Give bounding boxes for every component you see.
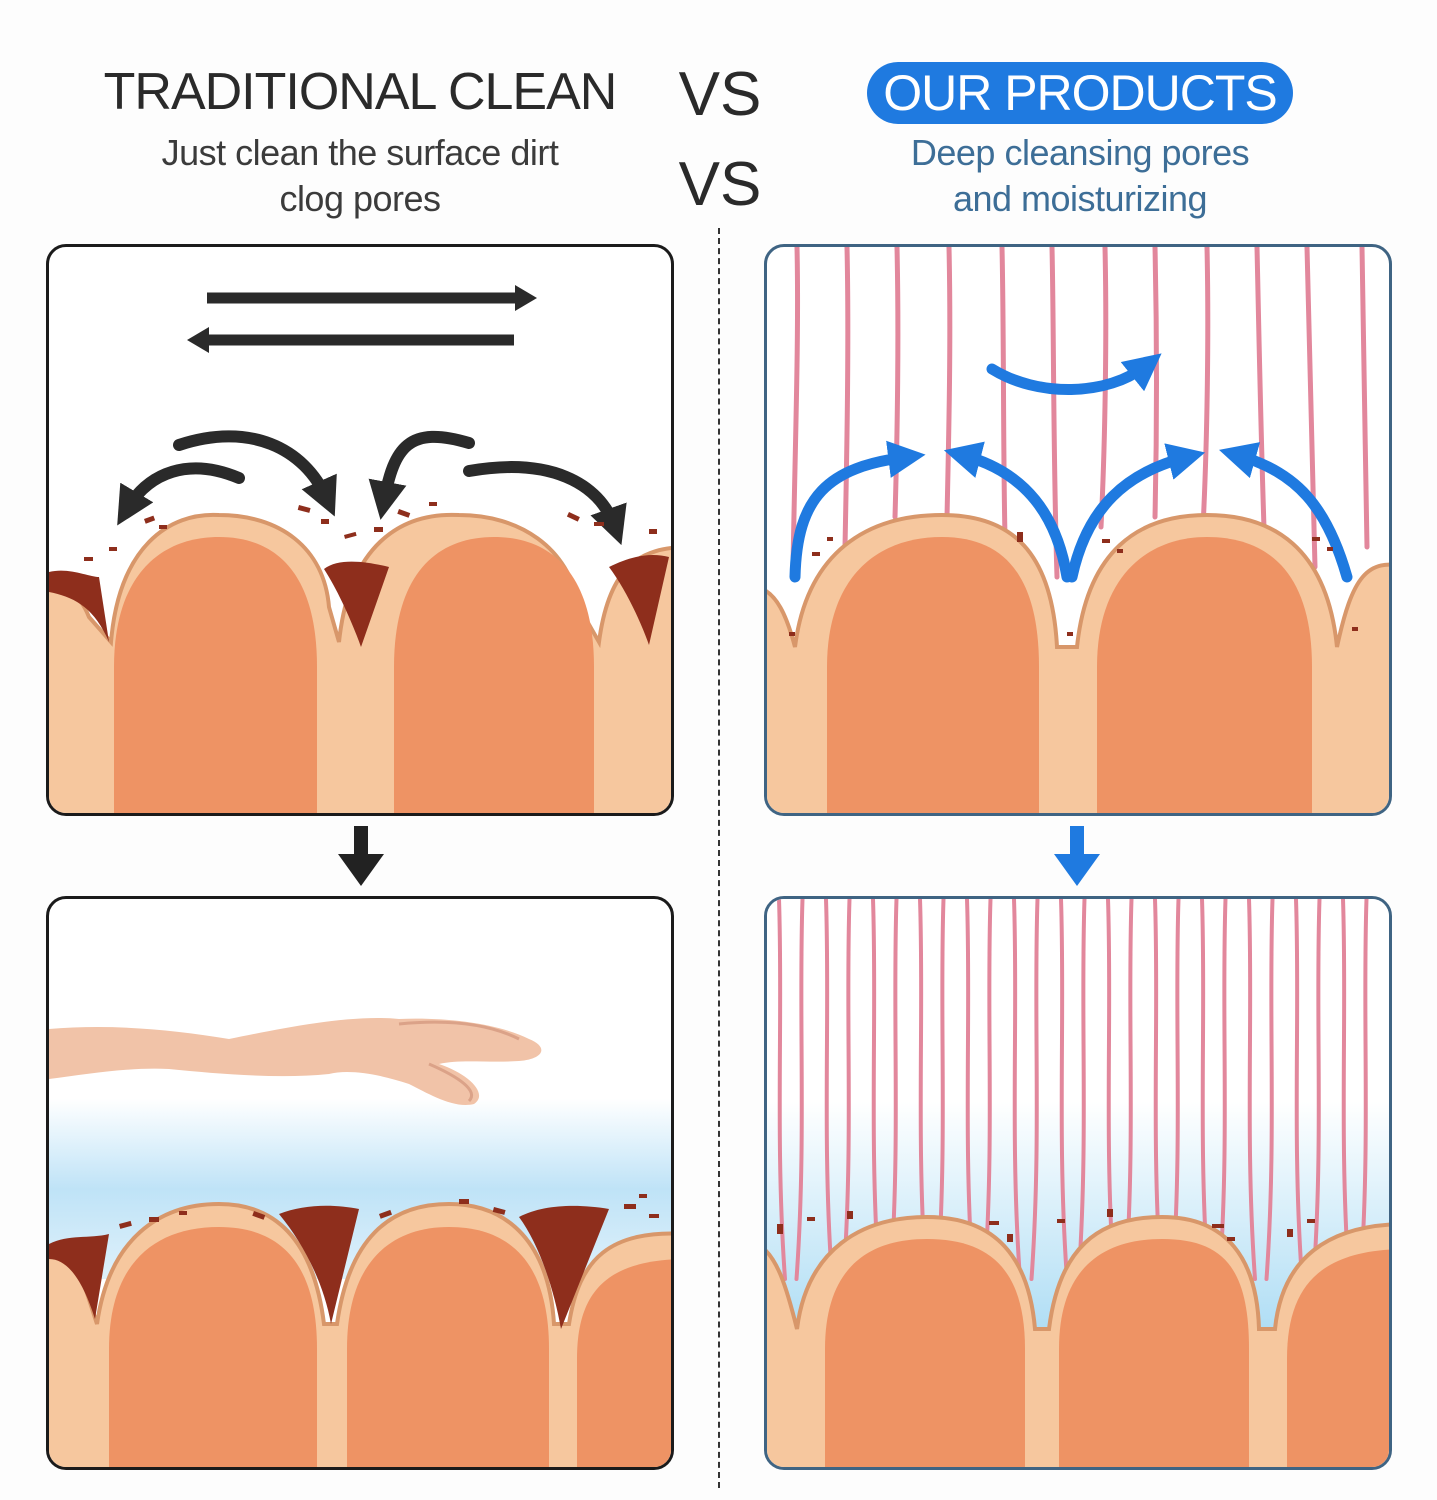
brush-fiber — [982, 899, 993, 1281]
dirt-particles — [789, 532, 1358, 636]
brush-fibers — [790, 247, 1370, 580]
hand-icon — [49, 1018, 542, 1105]
down-arrow-icon — [338, 826, 384, 886]
traditional-subtitle-line2: clog pores — [279, 178, 441, 219]
brush-fiber — [1264, 899, 1275, 1281]
dirt-particles — [84, 502, 657, 561]
brush-fiber — [1076, 899, 1087, 1281]
products-subtitle-line1: Deep cleansing pores — [910, 132, 1250, 173]
traditional-result-illustration — [49, 1018, 671, 1467]
product-cleansing-illustration — [767, 247, 1389, 813]
vs-label-bottom: VS — [678, 150, 762, 219]
brush-fiber — [1311, 899, 1322, 1281]
brush-fiber — [1059, 899, 1069, 1281]
curved-arrows-icon — [117, 430, 627, 546]
brush-fiber — [1341, 899, 1351, 1281]
skin-surface — [767, 1214, 1389, 1467]
cleansing-flow-arrows-icon — [789, 353, 1353, 583]
traditional-scrub-illustration — [49, 285, 671, 813]
scrub-arrows-icon — [187, 285, 537, 353]
skin-surface — [49, 512, 671, 813]
traditional-result-panel — [46, 896, 674, 1470]
brush-fiber — [1358, 899, 1369, 1281]
dashed-divider — [718, 228, 720, 1488]
dirt-particles — [118, 1194, 659, 1229]
traditional-scrub-panel — [46, 244, 674, 816]
traditional-clean-subtitle: Just clean the surface dirt clog pores — [60, 130, 660, 222]
brush-fiber — [794, 899, 805, 1281]
product-cleansing-panel — [764, 244, 1392, 816]
skin-surface — [767, 512, 1389, 813]
brush-fiber — [824, 899, 834, 1281]
our-products-title-badge: OUR PRODUCTS — [867, 62, 1293, 124]
brush-fiber — [1029, 899, 1040, 1281]
products-subtitle-line2: and moisturizing — [952, 178, 1208, 219]
brush-fiber — [1247, 899, 1257, 1281]
down-arrow-icon — [1054, 826, 1100, 886]
brush-fiber — [1012, 899, 1022, 1281]
vs-label-top: VS — [678, 60, 762, 129]
our-products-title-wrap: OUR PRODUCTS — [760, 62, 1400, 124]
skin-surface — [49, 1201, 671, 1467]
traditional-subtitle-line1: Just clean the surface dirt — [161, 132, 559, 173]
product-result-illustration — [767, 899, 1389, 1467]
traditional-clean-title: TRADITIONAL CLEAN — [103, 63, 618, 121]
brush-fiber — [841, 899, 852, 1281]
dirt-particles — [777, 1209, 1315, 1242]
our-products-subtitle: Deep cleansing pores and moisturizing — [760, 130, 1400, 222]
brush-fiber — [1294, 899, 1304, 1281]
product-result-panel — [764, 896, 1392, 1470]
